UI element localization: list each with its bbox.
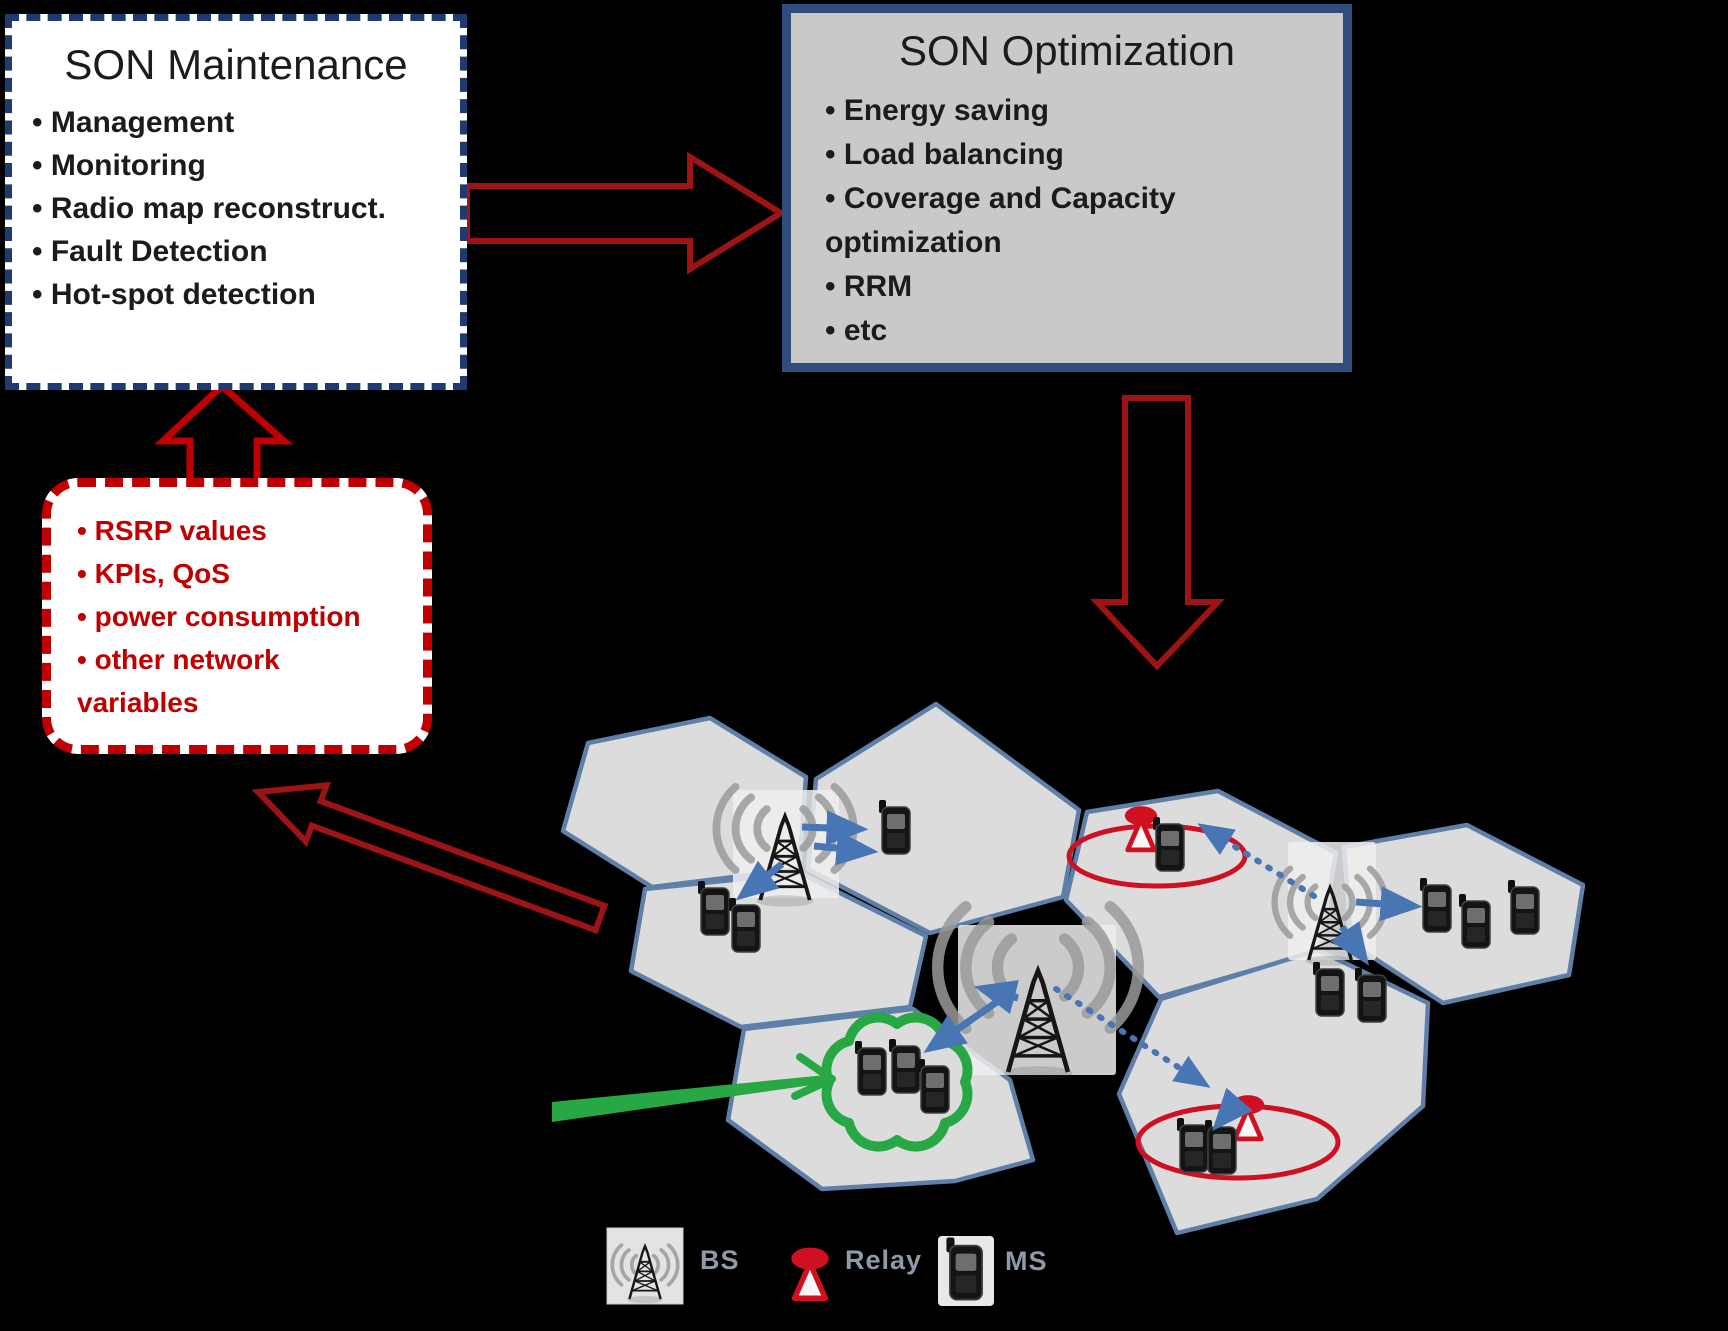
ms-phone-icon [728, 897, 761, 953]
measurement-item: other network variables [77, 638, 395, 724]
legend-bs-label: BS [700, 1245, 740, 1275]
arrow-maintenance-to-optimization [464, 151, 787, 275]
optimization-item: Load balancing [825, 133, 1335, 177]
ms-phone-icon [878, 799, 911, 855]
ms-phone-icon [1176, 1117, 1209, 1173]
green-hotspot-arrow [552, 1053, 836, 1122]
arrow-measurements-to-maintenance [154, 381, 294, 486]
legend-relay-label: Relay [845, 1245, 923, 1275]
ms-phone-icon [1507, 879, 1540, 935]
ms-phone-icon [1152, 816, 1185, 872]
son-maintenance-box: SON Maintenance Management Monitoring Ra… [5, 14, 467, 390]
link-arrows [735, 810, 1423, 1131]
optimization-item: Coverage and Capacity optimization [825, 177, 1335, 265]
son-maintenance-title: SON Maintenance [64, 41, 408, 88]
son-optimization-box: SON Optimization Energy saving Load bala… [782, 4, 1352, 372]
son-optimization-title: SON Optimization [898, 27, 1236, 74]
ms-phone-icon [697, 880, 730, 936]
son-maintenance-list: Management Monitoring Radio map reconstr… [12, 101, 460, 316]
arrow-optimization-to-network [1090, 395, 1226, 671]
legend-ms-label: MS [1005, 1246, 1048, 1276]
optimization-item: etc [825, 309, 1335, 353]
ms-phone-icon [1204, 1119, 1237, 1175]
maintenance-item: Fault Detection [32, 230, 452, 273]
maintenance-item: Radio map reconstruct. [32, 187, 452, 230]
optimization-item: Energy saving [825, 89, 1335, 133]
measurement-item: KPIs, QoS [77, 552, 395, 595]
ms-phone-icon [1419, 877, 1452, 933]
ms-phone-icon [917, 1058, 950, 1114]
ms-phone-icon [888, 1038, 921, 1094]
legend-icons [606, 1227, 994, 1306]
maintenance-item: Management [32, 101, 452, 144]
measurement-item: power consumption [77, 595, 395, 638]
ms-phone-icon [854, 1040, 887, 1096]
network-measurements-box: RSRP values KPIs, QoS power consumption … [42, 478, 432, 754]
ms-phone-icon [945, 1236, 983, 1301]
ms-phone-icon [1312, 961, 1345, 1017]
measurement-item: RSRP values [77, 509, 395, 552]
ms-phone-icon [1458, 893, 1491, 949]
arrow-network-to-measurements [251, 781, 609, 935]
ms-phone-icon [1354, 967, 1387, 1023]
optimization-item: RRM [825, 265, 1335, 309]
relay-tower-icon [791, 1248, 828, 1299]
measurements-list: RSRP values KPIs, QoS power consumption … [51, 509, 409, 724]
maintenance-item: Hot-spot detection [32, 273, 452, 316]
maintenance-item: Monitoring [32, 144, 452, 187]
son-optimization-list: Energy saving Load balancing Coverage an… [791, 89, 1343, 353]
base-stations [716, 787, 1385, 1080]
